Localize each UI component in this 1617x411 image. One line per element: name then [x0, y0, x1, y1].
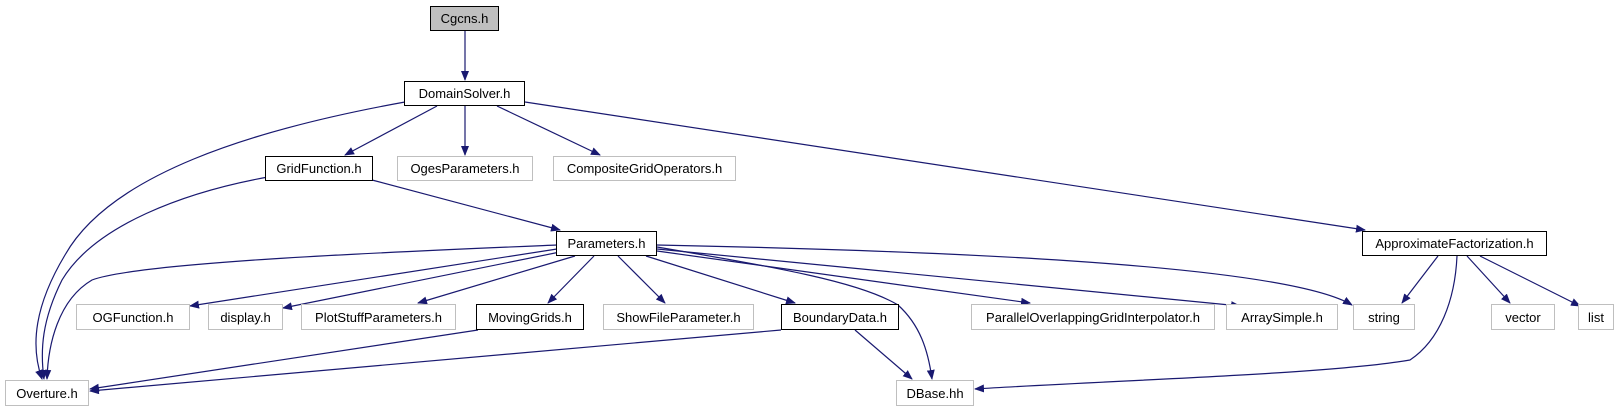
edge-gridfunction-to-parameters	[371, 179, 561, 232]
edge-boundarydata-to-dbase	[854, 329, 913, 380]
edge-approximatefactorization-to-dbase	[974, 255, 1458, 393]
node-arraysimple: ArraySimple.h	[1226, 304, 1338, 330]
edge-parameters-to-string	[656, 244, 1353, 306]
node-dbase: DBase.hh	[896, 380, 974, 406]
node-cgcns[interactable]: Cgcns.h	[430, 6, 499, 31]
edge-domainsolver-to-approximatefactorization	[524, 101, 1366, 233]
edge-parameters-to-parallelinterp	[656, 250, 1031, 306]
edge-boundarydata-to-overture	[89, 329, 782, 395]
edge-movinggrids-to-overture	[89, 329, 479, 392]
node-ogfunction: OGFunction.h	[76, 304, 190, 330]
edge-parameters-to-ogfunction	[189, 248, 558, 309]
edge-parameters-to-plotstuffparameters	[417, 255, 576, 305]
edge-approximatefactorization-to-list	[1479, 255, 1581, 307]
edge-parameters-to-movinggrids	[547, 255, 595, 304]
edge-parameters-to-overture	[43, 244, 558, 380]
node-overture: Overture.h	[5, 380, 89, 406]
node-domainsolver[interactable]: DomainSolver.h	[404, 81, 525, 106]
node-gridfunction[interactable]: GridFunction.h	[265, 156, 373, 181]
edge-parameters-to-display	[282, 251, 561, 311]
node-ogesparameters: OgesParameters.h	[397, 156, 533, 181]
edge-approximatefactorization-to-vector	[1466, 255, 1511, 304]
edge-parameters-to-showfileparameter	[617, 255, 666, 304]
edge-domainsolver-to-gridfunction	[344, 105, 438, 156]
edge-gridfunction-to-overture	[38, 176, 269, 380]
node-parameters[interactable]: Parameters.h	[556, 231, 657, 256]
node-parallelinterp: ParallelOverlappingGridInterpolator.h	[971, 304, 1215, 330]
node-boundarydata[interactable]: BoundaryData.h	[781, 304, 899, 330]
node-movinggrids[interactable]: MovingGrids.h	[476, 304, 584, 330]
edge-parameters-to-dbase	[656, 246, 935, 380]
node-approximatefactorization[interactable]: ApproximateFactorization.h	[1362, 231, 1547, 256]
node-plotstuffparameters: PlotStuffParameters.h	[301, 304, 456, 330]
edge-parameters-to-arraysimple	[656, 248, 1241, 310]
node-compositegridoperators: CompositeGridOperators.h	[553, 156, 736, 181]
edge-domainsolver-to-overture	[35, 101, 406, 380]
node-vector: vector	[1491, 304, 1555, 330]
edge-parameters-to-boundarydata	[645, 255, 796, 305]
edge-domainsolver-to-compositegridoperators	[496, 105, 601, 156]
edge-approximatefactorization-to-string	[1401, 255, 1439, 304]
node-display: display.h	[208, 304, 283, 330]
node-list: list	[1578, 304, 1614, 330]
node-showfileparameter: ShowFileParameter.h	[603, 304, 754, 330]
node-string: string	[1353, 304, 1415, 330]
